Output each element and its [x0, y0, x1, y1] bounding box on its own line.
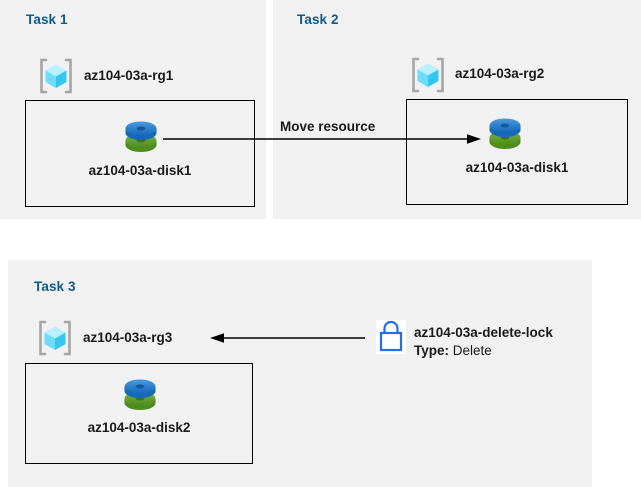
managed-disk-icon [485, 110, 525, 154]
task1-resource-box [25, 100, 255, 207]
task1-resource-group-label: az104-03a-rg1 [84, 68, 174, 83]
padlock-icon [376, 320, 406, 354]
task2-resource-label: az104-03a-disk1 [465, 160, 569, 175]
task3-panel [8, 260, 592, 487]
task1-resource-label: az104-03a-disk1 [88, 163, 192, 178]
delete-lock-arrow [210, 333, 365, 343]
task1-title: Task 1 [26, 12, 68, 27]
delete-lock-name: az104-03a-delete-lock [414, 325, 553, 340]
resource-group-cube-icon [36, 56, 76, 96]
task3-resource-group-label: az104-03a-rg3 [83, 330, 173, 345]
task3-title: Task 3 [34, 279, 76, 294]
managed-disk-icon [121, 113, 161, 157]
task2-resource-group-label: az104-03a-rg2 [455, 66, 545, 81]
resource-group-cube-icon [408, 55, 448, 95]
task2-resource-box [406, 99, 628, 205]
task2-title: Task 2 [297, 12, 339, 27]
resource-group-cube-icon [35, 318, 75, 358]
delete-lock-type-value: Delete [452, 343, 492, 358]
task3-resource-box [25, 363, 253, 464]
delete-lock-type-label: Type: [414, 343, 450, 358]
move-resource-label: Move resource [280, 119, 376, 134]
task3-resource-label: az104-03a-disk2 [87, 420, 191, 435]
task1-panel [0, 0, 266, 219]
move-resource-arrow [163, 134, 481, 144]
task2-panel [273, 0, 641, 219]
delete-lock-type: Type: Delete [414, 343, 492, 358]
managed-disk-icon [120, 371, 160, 415]
